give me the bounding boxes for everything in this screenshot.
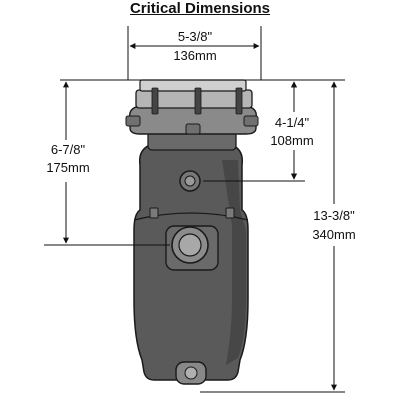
shoulder-band [133,212,249,221]
width-metric-label: 136mm [173,48,216,63]
body-shade [222,160,246,365]
mounting-screws [151,87,243,115]
overall-metric-label: 340mm [312,227,355,242]
diagram-title: Critical Dimensions [129,0,271,17]
outlet-imperial-label: 6-7/8" [51,142,86,157]
mounting-ring [129,105,257,135]
dimension-annotations: 5-3/8" 136mm 4-1/4" 108mm 6-7/8" 175mm 1… [44,26,356,393]
reset-button-icon [184,366,198,380]
outlet-metric-label: 175mm [46,160,89,175]
inlet-metric-label: 108mm [270,133,313,148]
width-imperial-label: 5-3/8" [178,29,213,44]
overall-imperial-label: 13-3/8" [313,208,355,223]
side-tabs [149,207,235,219]
garbage-disposer-illustration [125,79,259,385]
dishwasher-inlet-port-inner [184,175,196,187]
discharge-outlet-port-inner [178,233,202,257]
inlet-imperial-label: 4-1/4" [275,115,310,130]
ring-lugs [125,115,259,135]
